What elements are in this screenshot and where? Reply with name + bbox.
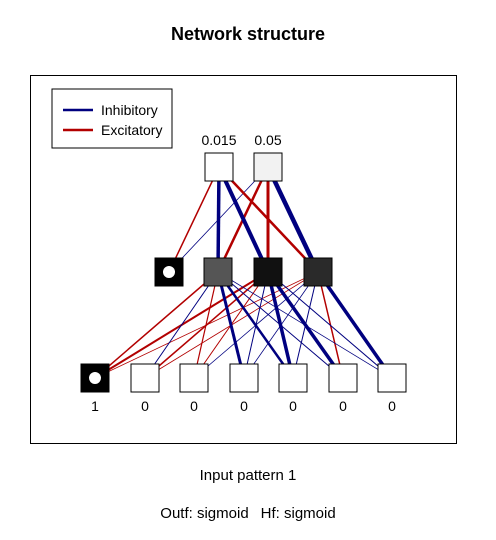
connection-input0-hidden1 — [94, 271, 219, 379]
input-value-label-4: 0 — [289, 398, 297, 414]
connection-input6-hidden2 — [267, 271, 393, 379]
diagram-title: Network structure — [170, 24, 326, 44]
hidden-node-2 — [253, 257, 283, 287]
connection-hidden3-output1 — [265, 166, 321, 273]
connection-hidden0-output0 — [168, 166, 220, 273]
hidden-node-3 — [303, 257, 333, 287]
legend: Inhibitory Excitatory — [51, 88, 173, 149]
input-node-3 — [229, 363, 259, 393]
connection-input3-hidden1 — [216, 271, 246, 379]
input-value-label-0: 1 — [91, 398, 99, 414]
nodes — [80, 152, 407, 393]
input-value-label-6: 0 — [388, 398, 396, 414]
connection-input6-hidden1 — [217, 271, 393, 379]
input-value-label-5: 0 — [339, 398, 347, 414]
input-value-label-1: 0 — [141, 398, 149, 414]
output-function-label: Outf: sigmoid — [160, 505, 249, 522]
legend-label-inhibitory: Inhibitory — [101, 102, 158, 118]
legend-label-excitatory: Excitatory — [101, 122, 162, 138]
input-node-5 — [328, 363, 358, 393]
input-value-label-3: 0 — [240, 398, 248, 414]
connection-hidden3-output0 — [218, 166, 319, 273]
connection-input5-hidden1 — [217, 271, 344, 379]
output-value-label-1: 0.05 — [254, 132, 281, 148]
legend-box — [51, 88, 173, 149]
node-labels: 0.015 0.05 1 0 0 0 0 0 0 — [91, 132, 396, 414]
output-node-0 — [204, 152, 234, 182]
connection-input2-hidden1 — [193, 271, 219, 379]
connection-hidden2-output0 — [217, 166, 270, 273]
hidden-node-1 — [203, 257, 233, 287]
output-node-1 — [253, 152, 283, 182]
plot-frame — [30, 75, 457, 444]
connections — [94, 166, 394, 380]
input-value-label-2: 0 — [190, 398, 198, 414]
connection-input4-hidden1 — [216, 271, 295, 379]
hidden-function-label: Hf: sigmoid — [260, 505, 336, 522]
connection-input1-hidden1 — [144, 271, 219, 379]
bias-marker-icon — [163, 266, 175, 278]
input-node-6 — [377, 363, 407, 393]
input-node-4 — [278, 363, 308, 393]
connection-input6-hidden3 — [316, 270, 394, 380]
output-value-label-0: 0.015 — [201, 132, 236, 148]
connection-hidden1-output0 — [216, 166, 221, 273]
input-node-1 — [130, 363, 160, 393]
bias-marker-icon — [89, 372, 101, 384]
activation-functions-caption: Outf: sigmoid Hf: sigmoid — [0, 505, 496, 522]
input-pattern-caption: Input pattern 1 — [199, 467, 297, 484]
input-node-2 — [179, 363, 209, 393]
